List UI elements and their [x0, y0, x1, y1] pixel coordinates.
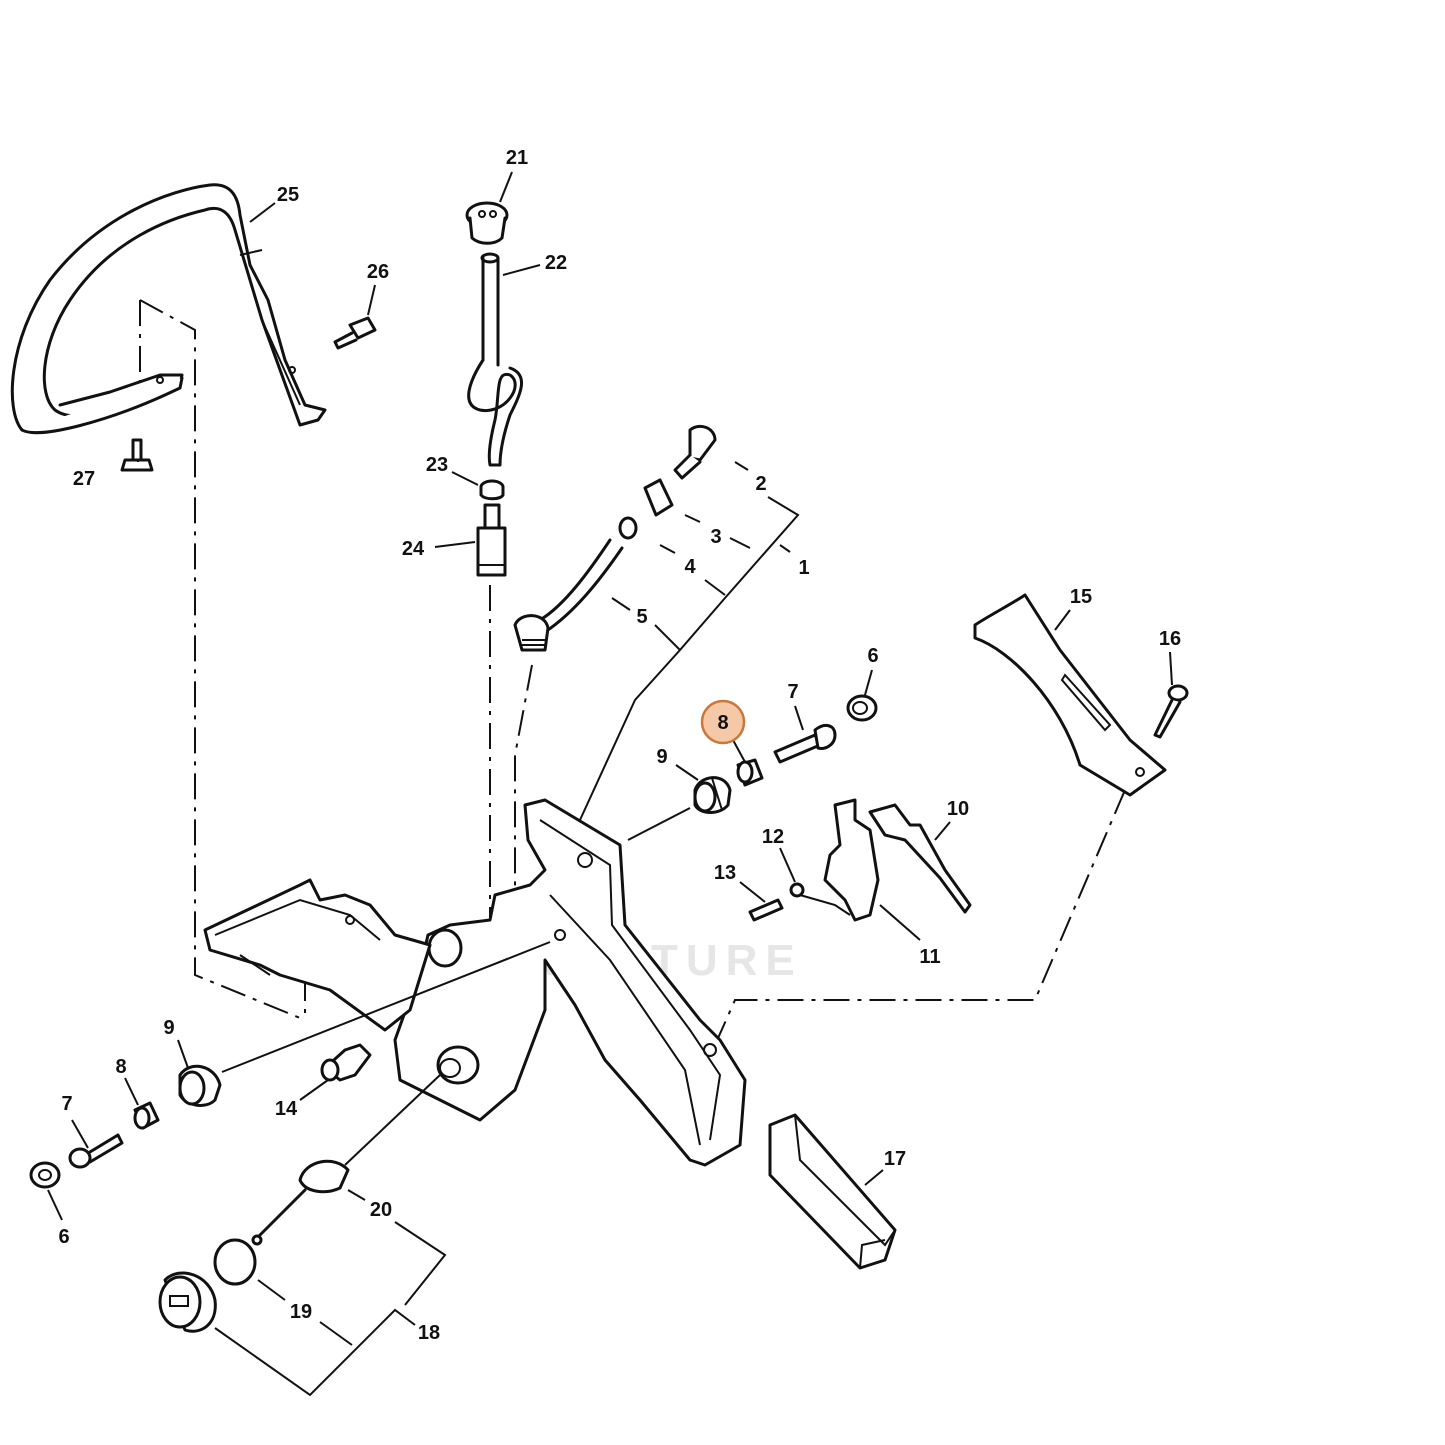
part-25-front-handle: [10, 183, 327, 435]
assembly-lines: [139, 299, 1126, 1046]
callout-1[interactable]: 1: [798, 557, 809, 579]
callout-7-lower[interactable]: 7: [61, 1093, 72, 1115]
part-23-ring: [479, 479, 505, 501]
part-8-lower-sleeve: [133, 1101, 160, 1130]
part-13-pin: [748, 898, 784, 922]
part-27-screw: [120, 438, 154, 472]
callout-24[interactable]: 24: [402, 538, 425, 560]
callout-7-upper[interactable]: 7: [787, 681, 798, 703]
part-20-strainer: [251, 1159, 350, 1246]
housing-base-plate: [203, 878, 432, 1032]
main-handle-housing: [393, 798, 747, 1167]
part-9-upper-buffer: [693, 776, 732, 814]
part-26-screw: [333, 316, 377, 350]
part-22-fuel-hose: [467, 252, 524, 467]
callout-11[interactable]: 11: [919, 946, 940, 968]
callout-8-lower[interactable]: 8: [115, 1056, 126, 1078]
part-6-upper-nut: [846, 694, 878, 722]
callout-6-upper[interactable]: 6: [867, 645, 878, 667]
part-24-fuel-filter: [476, 503, 507, 577]
part-5-pickup-line: [513, 538, 624, 652]
callout-26[interactable]: 26: [367, 261, 389, 283]
callout-17[interactable]: 17: [884, 1148, 906, 1170]
part-10-throttle-lever: [868, 803, 972, 914]
callout-10[interactable]: 10: [947, 798, 969, 820]
part-19-o-ring: [213, 1238, 257, 1286]
callout-5[interactable]: 5: [636, 606, 647, 628]
part-2-fitting: [673, 424, 717, 480]
callout-15[interactable]: 15: [1070, 586, 1092, 608]
callout-19[interactable]: 19: [290, 1301, 312, 1323]
part-7-upper-screw: [773, 723, 837, 764]
callout-9-upper[interactable]: 9: [656, 746, 667, 768]
callout-20[interactable]: 20: [370, 1199, 392, 1221]
callout-12[interactable]: 12: [762, 826, 784, 848]
part-17-sleeve: [768, 1113, 897, 1270]
callout-labels: 21 22 23 24 25 26 27 2 3 4 1 5 15 16 6 7…: [58, 147, 1181, 1344]
callout-4[interactable]: 4: [684, 556, 696, 578]
part-12-spring: [789, 882, 851, 916]
callout-8-upper[interactable]: 8: [717, 712, 728, 734]
leader-lines: [47, 171, 1173, 1397]
part-8-upper-sleeve: [736, 758, 764, 787]
part-21-grommet: [465, 201, 509, 245]
part-15-handle-molding: [973, 593, 1167, 797]
callout-18[interactable]: 18: [418, 1322, 440, 1344]
highlight-bubble[interactable]: [700, 699, 746, 745]
callout-27[interactable]: 27: [73, 468, 95, 490]
callout-16[interactable]: 16: [1159, 628, 1181, 650]
part-3-sleeve: [643, 478, 674, 517]
callout-14[interactable]: 14: [275, 1098, 298, 1120]
callout-6-lower[interactable]: 6: [58, 1226, 69, 1248]
part-18-filler-cap: [158, 1271, 217, 1333]
callout-23[interactable]: 23: [426, 454, 448, 476]
part-9-lower-buffer: [178, 1064, 222, 1107]
part-11-lockout: [823, 798, 880, 922]
callout-13[interactable]: 13: [714, 862, 736, 884]
callout-21[interactable]: 21: [506, 147, 528, 169]
callout-2[interactable]: 2: [755, 473, 766, 495]
part-14-oil-pump-fitting: [320, 1043, 372, 1082]
part-16-screw: [1153, 684, 1189, 739]
callout-25[interactable]: 25: [277, 184, 299, 206]
callout-9-lower[interactable]: 9: [163, 1017, 174, 1039]
callout-22[interactable]: 22: [545, 252, 567, 274]
part-6-lower-nut: [29, 1161, 61, 1189]
callout-3[interactable]: 3: [710, 526, 721, 548]
part-7-lower-screw: [68, 1133, 124, 1169]
part-4-ring: [618, 516, 638, 540]
